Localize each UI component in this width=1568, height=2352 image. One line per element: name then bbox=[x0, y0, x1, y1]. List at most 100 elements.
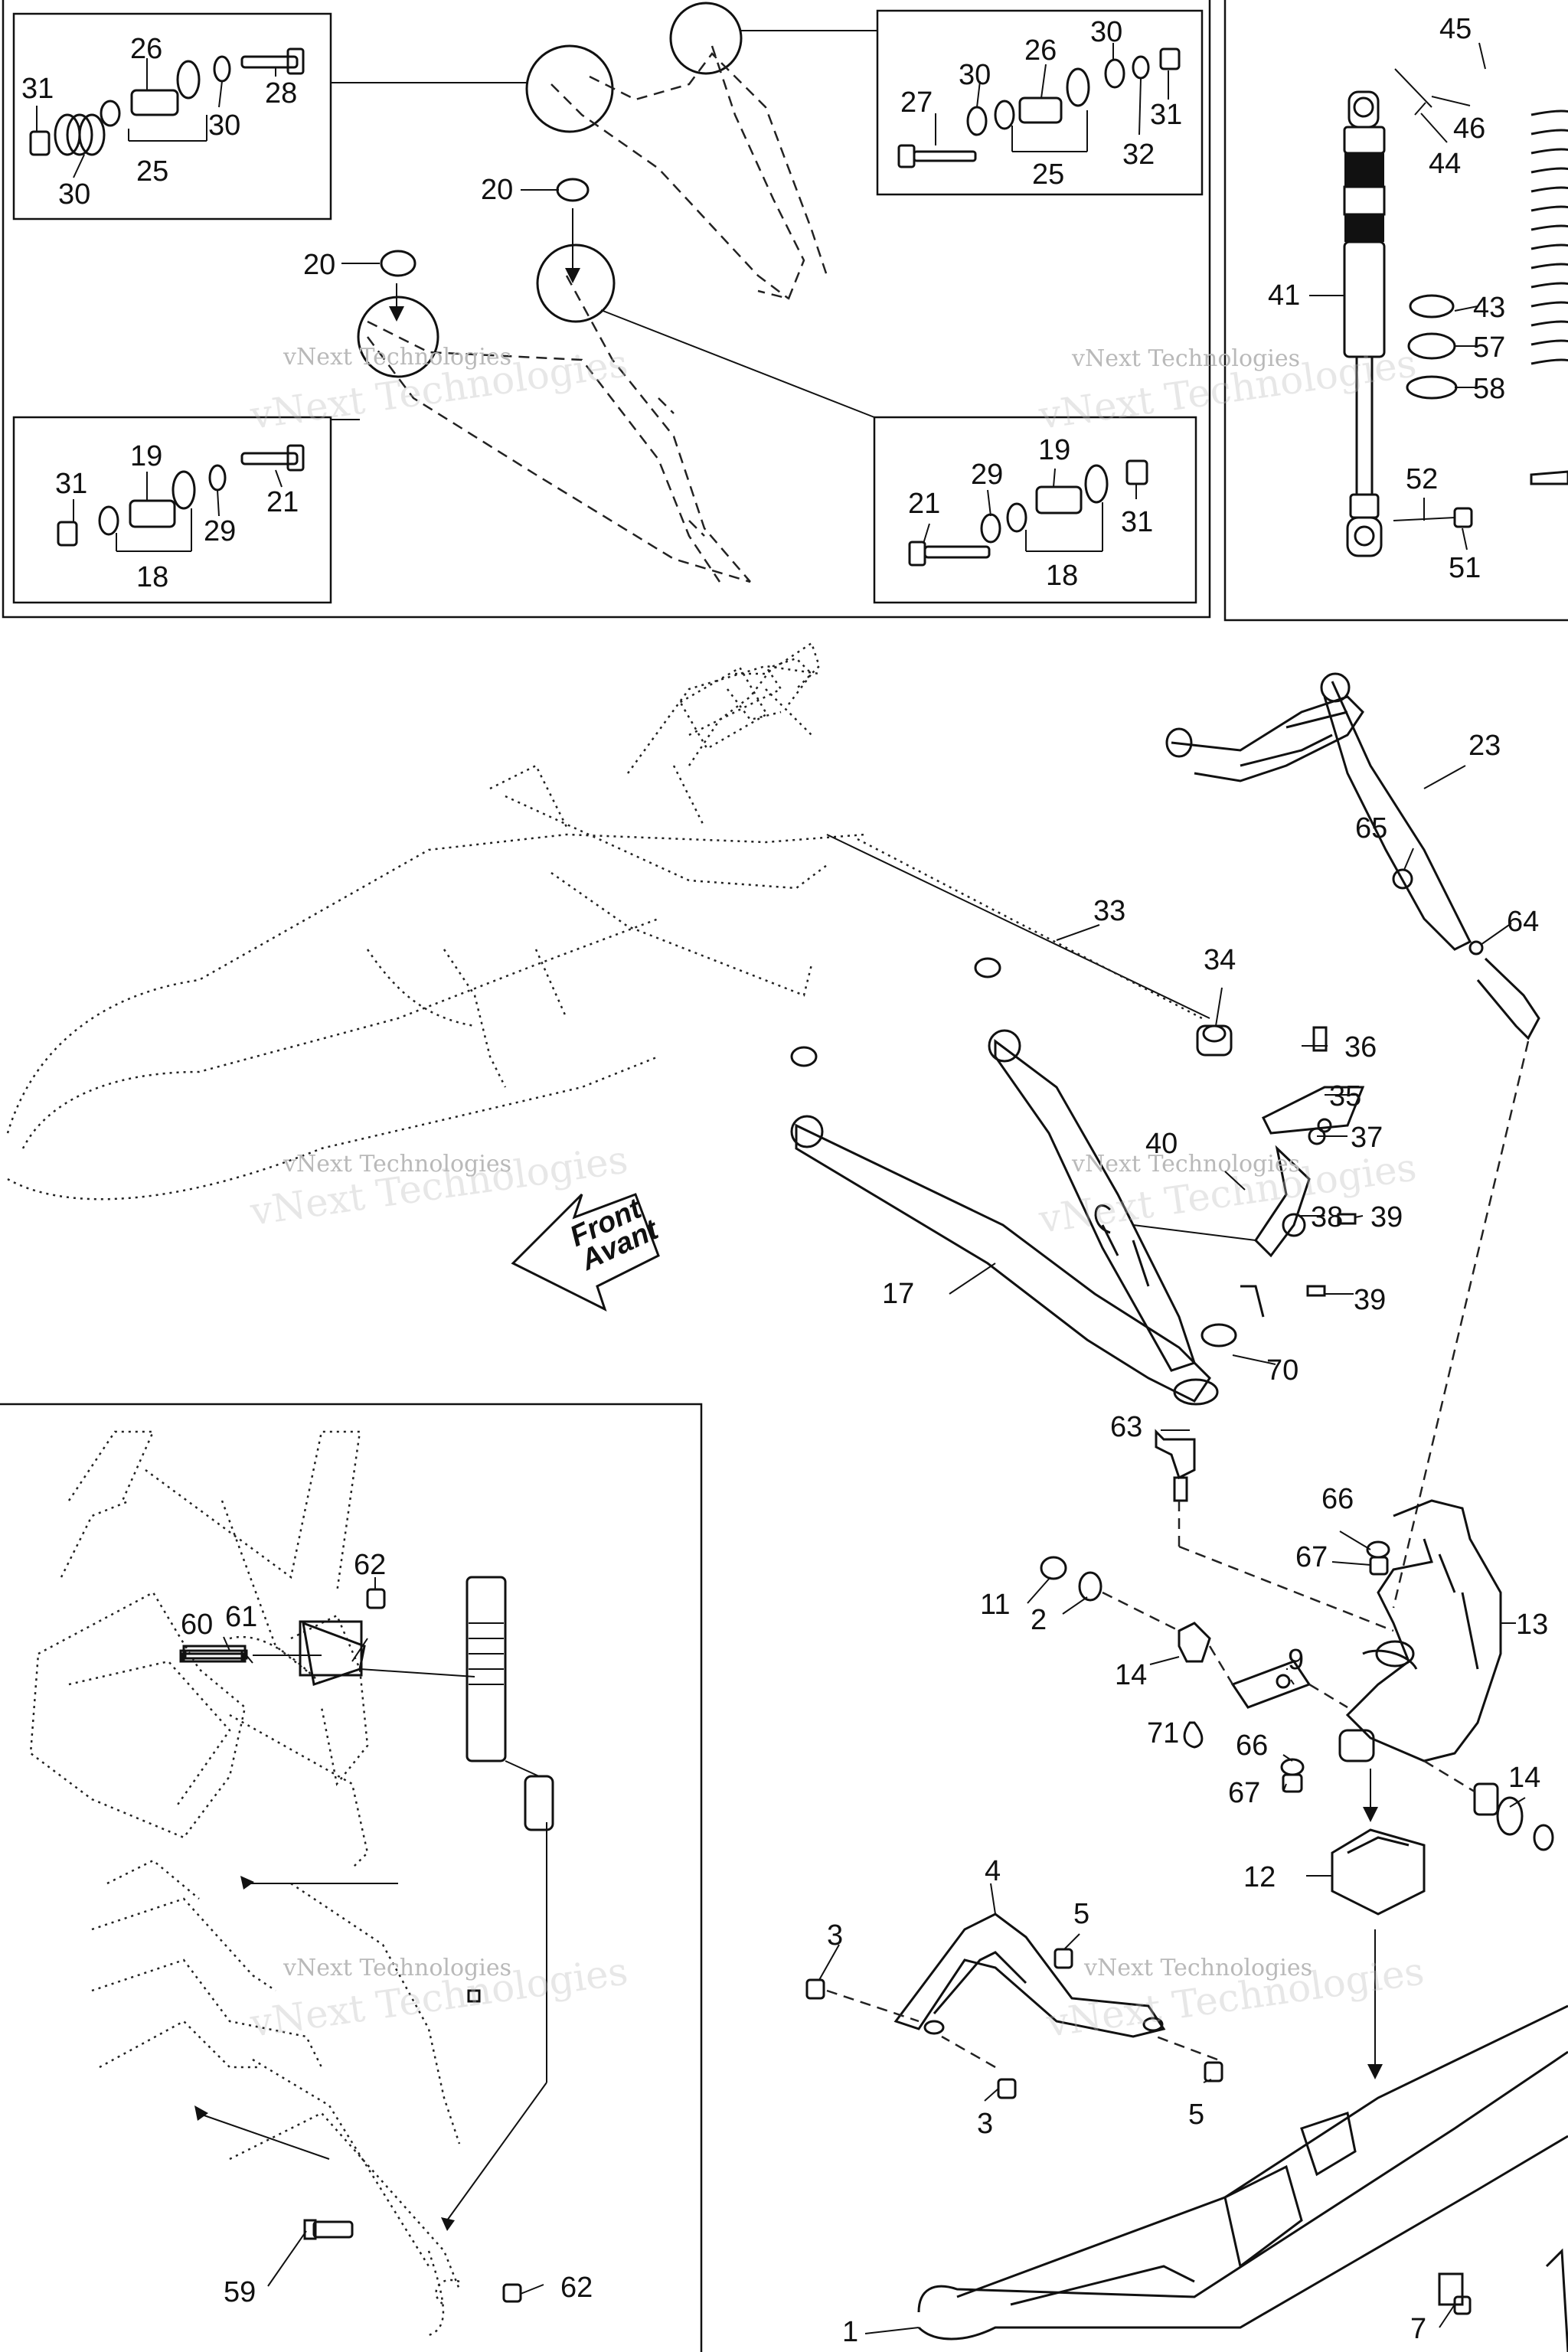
inset-upper-left-parts bbox=[29, 47, 305, 156]
callout-leaders bbox=[36, 42, 1526, 2334]
watermark-text: vNext Technologies bbox=[1083, 1955, 1312, 1981]
callout-58: 58 bbox=[1473, 373, 1505, 405]
callout-66: 66 bbox=[1321, 1483, 1354, 1515]
callout-61: 61 bbox=[225, 1601, 257, 1633]
callout-71: 71 bbox=[1147, 1717, 1179, 1749]
callout-2: 2 bbox=[1031, 1604, 1047, 1636]
spindle-hardware bbox=[1040, 1540, 1554, 1851]
ski-1 bbox=[917, 2004, 1568, 2352]
callout-30: 30 bbox=[58, 178, 90, 211]
callout-25: 25 bbox=[136, 155, 168, 188]
callout-5: 5 bbox=[1188, 2099, 1204, 2131]
ski-adapter-12 bbox=[1331, 1769, 1426, 2079]
callout-35: 35 bbox=[1329, 1080, 1361, 1112]
callout-20: 20 bbox=[481, 174, 513, 206]
callout-13: 13 bbox=[1516, 1609, 1548, 1641]
callout-12: 12 bbox=[1243, 1861, 1276, 1893]
callout-34: 34 bbox=[1204, 944, 1236, 976]
callout-60: 60 bbox=[181, 1609, 213, 1641]
callout-27: 27 bbox=[900, 87, 933, 119]
callout-57: 57 bbox=[1473, 332, 1505, 364]
callout-17: 17 bbox=[882, 1278, 914, 1310]
callout-31: 31 bbox=[1150, 99, 1182, 131]
callout-25: 25 bbox=[1032, 158, 1064, 191]
callout-37: 37 bbox=[1351, 1122, 1383, 1154]
callout-66: 66 bbox=[1236, 1730, 1268, 1762]
callout-64: 64 bbox=[1507, 906, 1539, 938]
callout-30: 30 bbox=[208, 109, 240, 142]
callout-62: 62 bbox=[560, 2272, 593, 2304]
callout-14: 14 bbox=[1115, 1659, 1147, 1691]
inset-box-lower-left bbox=[12, 416, 332, 604]
callout-29: 29 bbox=[204, 515, 236, 547]
watermark-text: vNext Technologies bbox=[283, 1955, 511, 1981]
callout-59: 59 bbox=[224, 2276, 256, 2308]
callout-14: 14 bbox=[1508, 1762, 1540, 1794]
callout-11: 11 bbox=[980, 1589, 1010, 1621]
callout-31: 31 bbox=[55, 468, 87, 500]
callout-40: 40 bbox=[1145, 1128, 1178, 1160]
callout-39: 39 bbox=[1370, 1201, 1403, 1233]
callout-21: 21 bbox=[908, 488, 940, 520]
callout-26: 26 bbox=[130, 33, 162, 65]
callout-1: 1 bbox=[842, 2316, 858, 2348]
callout-67: 67 bbox=[1295, 1541, 1328, 1573]
callout-41: 41 bbox=[1268, 279, 1300, 312]
inset-box-upper-left bbox=[12, 12, 332, 220]
watermark-text: vNext Technologies bbox=[283, 344, 511, 371]
callout-44: 44 bbox=[1429, 148, 1461, 180]
chassis-inset-dotted bbox=[29, 1430, 554, 2337]
callout-70: 70 bbox=[1266, 1354, 1298, 1387]
callout-31: 31 bbox=[21, 73, 54, 105]
callout-33: 33 bbox=[1093, 895, 1125, 927]
callout-65: 65 bbox=[1355, 812, 1387, 844]
upper-a-arm-sketch bbox=[331, 2, 877, 583]
callout-18: 18 bbox=[1046, 560, 1078, 592]
callout-20: 20 bbox=[303, 249, 335, 281]
suspension-assembly-dotted bbox=[6, 642, 1227, 1200]
callout-26: 26 bbox=[1024, 34, 1057, 67]
inset-box-upper-right bbox=[876, 9, 1204, 196]
inset-box-lower-right bbox=[873, 416, 1197, 604]
inset-lower-right-parts bbox=[908, 459, 1148, 567]
front-direction-arrow bbox=[511, 1193, 660, 1312]
anti-roll-linkage bbox=[1094, 1024, 1365, 1318]
coil-spring bbox=[1530, 109, 1568, 485]
callout-4: 4 bbox=[985, 1855, 1001, 1887]
callout-38: 38 bbox=[1311, 1201, 1343, 1233]
callout-30: 30 bbox=[959, 59, 991, 91]
callout-30: 30 bbox=[1090, 16, 1122, 48]
callout-46: 46 bbox=[1453, 113, 1485, 145]
callout-63: 63 bbox=[1110, 1411, 1142, 1443]
callout-31: 31 bbox=[1121, 506, 1153, 538]
watermark-text: vNext Technologies bbox=[1071, 1151, 1300, 1178]
callout-19: 19 bbox=[1038, 434, 1070, 466]
callout-62: 62 bbox=[354, 1549, 386, 1581]
upper-a-arm-23 bbox=[1165, 672, 1540, 1609]
callout-5: 5 bbox=[1073, 1898, 1089, 1930]
callout-29: 29 bbox=[971, 459, 1003, 491]
callout-18: 18 bbox=[136, 561, 168, 593]
callout-19: 19 bbox=[130, 440, 162, 472]
callout-23: 23 bbox=[1468, 730, 1501, 762]
watermark-text: vNext Technologies bbox=[283, 1151, 511, 1178]
lower-a-arm-17 bbox=[790, 1029, 1394, 1632]
callout-3: 3 bbox=[977, 2108, 993, 2140]
callout-39: 39 bbox=[1354, 1284, 1386, 1316]
callout-67: 67 bbox=[1228, 1777, 1260, 1809]
callout-3: 3 bbox=[827, 1919, 843, 1952]
callout-52: 52 bbox=[1406, 463, 1438, 495]
callout-labels: 31 26 28 30 30 25 30 26 30 27 31 32 25 2… bbox=[21, 13, 1548, 2348]
callout-43: 43 bbox=[1473, 292, 1505, 324]
shock-absorber bbox=[1343, 68, 1473, 557]
watermark-text: vNext Technologies bbox=[1071, 345, 1300, 372]
callout-28: 28 bbox=[265, 77, 297, 109]
callout-36: 36 bbox=[1344, 1031, 1377, 1063]
callout-45: 45 bbox=[1439, 13, 1472, 45]
callout-21: 21 bbox=[266, 486, 299, 518]
front-label: Front Avant bbox=[565, 1192, 664, 1277]
spindle-13 bbox=[1338, 1499, 1502, 1762]
callout-51: 51 bbox=[1449, 552, 1481, 584]
